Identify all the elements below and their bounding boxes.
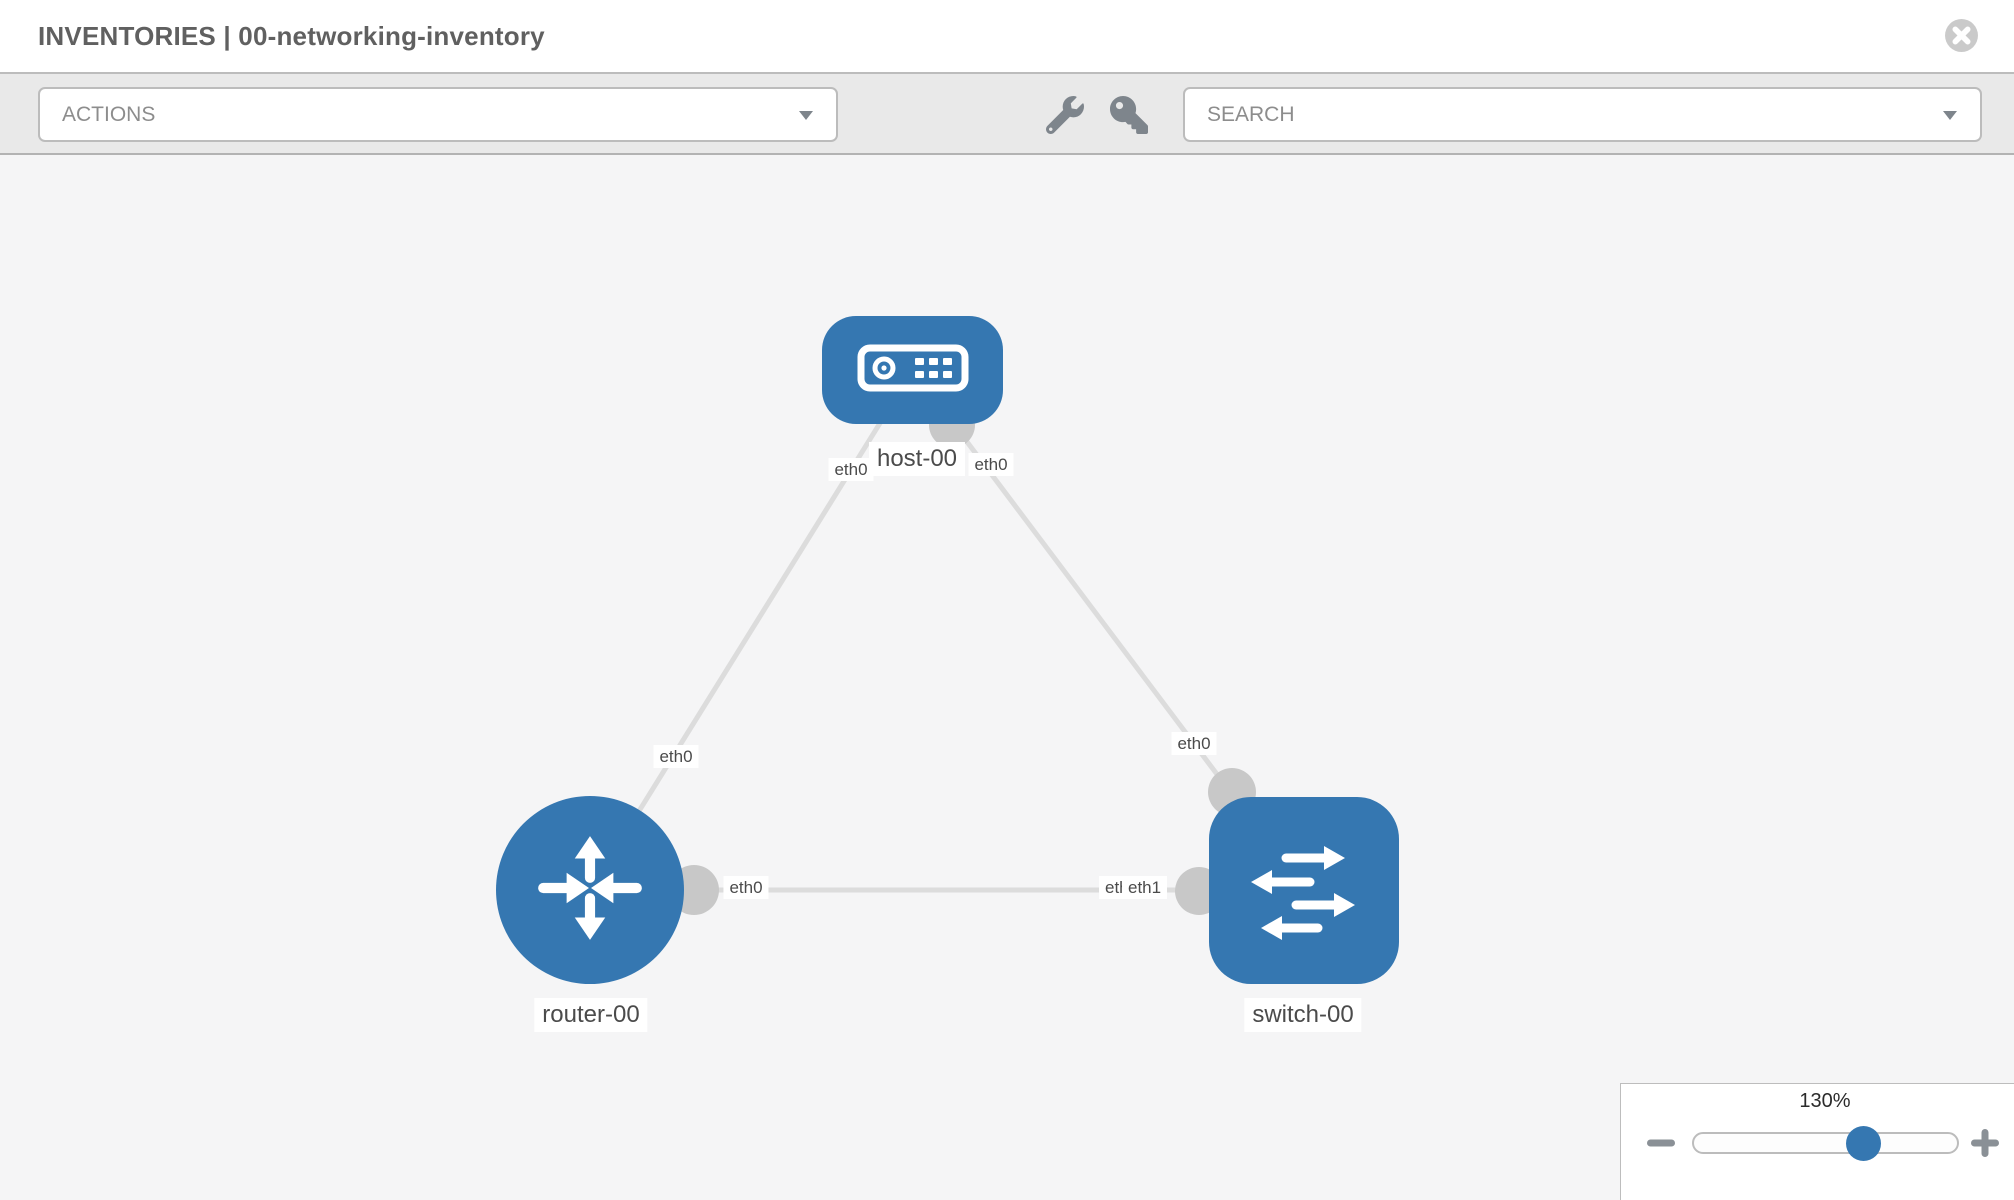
actions-dropdown-label: ACTIONS — [62, 102, 156, 126]
actions-dropdown[interactable]: ACTIONS — [38, 87, 838, 142]
zoom-percent-label: 130% — [1799, 1090, 1851, 1112]
zoom-slider[interactable] — [1692, 1132, 1959, 1154]
zoom-in-button[interactable] — [1968, 1126, 2002, 1160]
key-legend-button[interactable] — [1110, 96, 1148, 134]
node-router-00[interactable] — [496, 796, 684, 984]
page-title: INVENTORIES | 00-networking-inventory — [38, 21, 545, 51]
switch-icon — [1244, 828, 1364, 953]
node-host-00[interactable] — [822, 316, 1003, 424]
zoom-out-button[interactable] — [1644, 1126, 1678, 1160]
zoom-panel: 130% — [1620, 1083, 2014, 1200]
search-dropdown-label: SEARCH — [1207, 102, 1295, 126]
tools-button[interactable] — [1045, 96, 1084, 135]
links-layer — [587, 368, 1306, 915]
interface-label: eth0 — [1171, 732, 1217, 756]
x-circle-icon — [1944, 19, 1979, 57]
interface-label: eth0 — [828, 458, 874, 482]
link-host-router — [587, 368, 916, 892]
interface-label: eth0 — [968, 453, 1014, 477]
plus-icon — [1968, 1129, 2002, 1164]
server-icon — [857, 344, 969, 397]
interface-label: eth1 — [1122, 876, 1168, 900]
zoom-slider-knob[interactable] — [1846, 1126, 1881, 1161]
interface-label: eth0 — [653, 745, 699, 769]
wrench-icon — [1045, 96, 1084, 138]
key-icon — [1110, 96, 1148, 138]
chevron-down-icon — [1942, 103, 1958, 127]
node-switch-00[interactable] — [1209, 797, 1399, 984]
close-button[interactable] — [1944, 18, 1979, 53]
topology-canvas[interactable]: host-00 router-00 switch-00 eth0 eth0 et… — [0, 155, 2014, 1200]
node-label-switch: switch-00 — [1244, 998, 1362, 1032]
toolbar: ACTIONS SEARCH — [0, 72, 2014, 155]
interface-label: eth0 — [723, 876, 769, 900]
router-icon — [529, 827, 651, 954]
node-label-host: host-00 — [868, 442, 966, 476]
chevron-down-icon — [798, 103, 814, 127]
node-label-router: router-00 — [534, 998, 648, 1032]
header-bar: INVENTORIES | 00-networking-inventory — [0, 0, 2014, 72]
minus-icon — [1644, 1139, 1678, 1164]
search-dropdown[interactable]: SEARCH — [1183, 87, 1982, 142]
